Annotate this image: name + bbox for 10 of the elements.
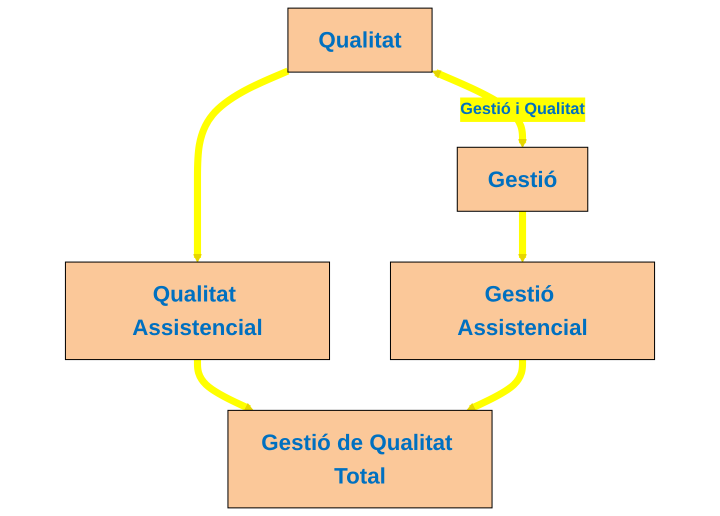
- node-box: Qualitat: [287, 8, 433, 73]
- node-box: Gestió Assistencial: [390, 262, 656, 360]
- node-box: Qualitat Assistencial: [64, 262, 330, 360]
- arrow: [466, 360, 526, 412]
- arrow: [194, 360, 254, 412]
- arrow: [193, 68, 290, 262]
- arrow: [518, 211, 527, 262]
- node-box: Gestió: [456, 146, 588, 212]
- edge-label: Gestió i Qualitat: [460, 100, 585, 118]
- node-box: Gestió de Qualitat Total: [227, 410, 493, 508]
